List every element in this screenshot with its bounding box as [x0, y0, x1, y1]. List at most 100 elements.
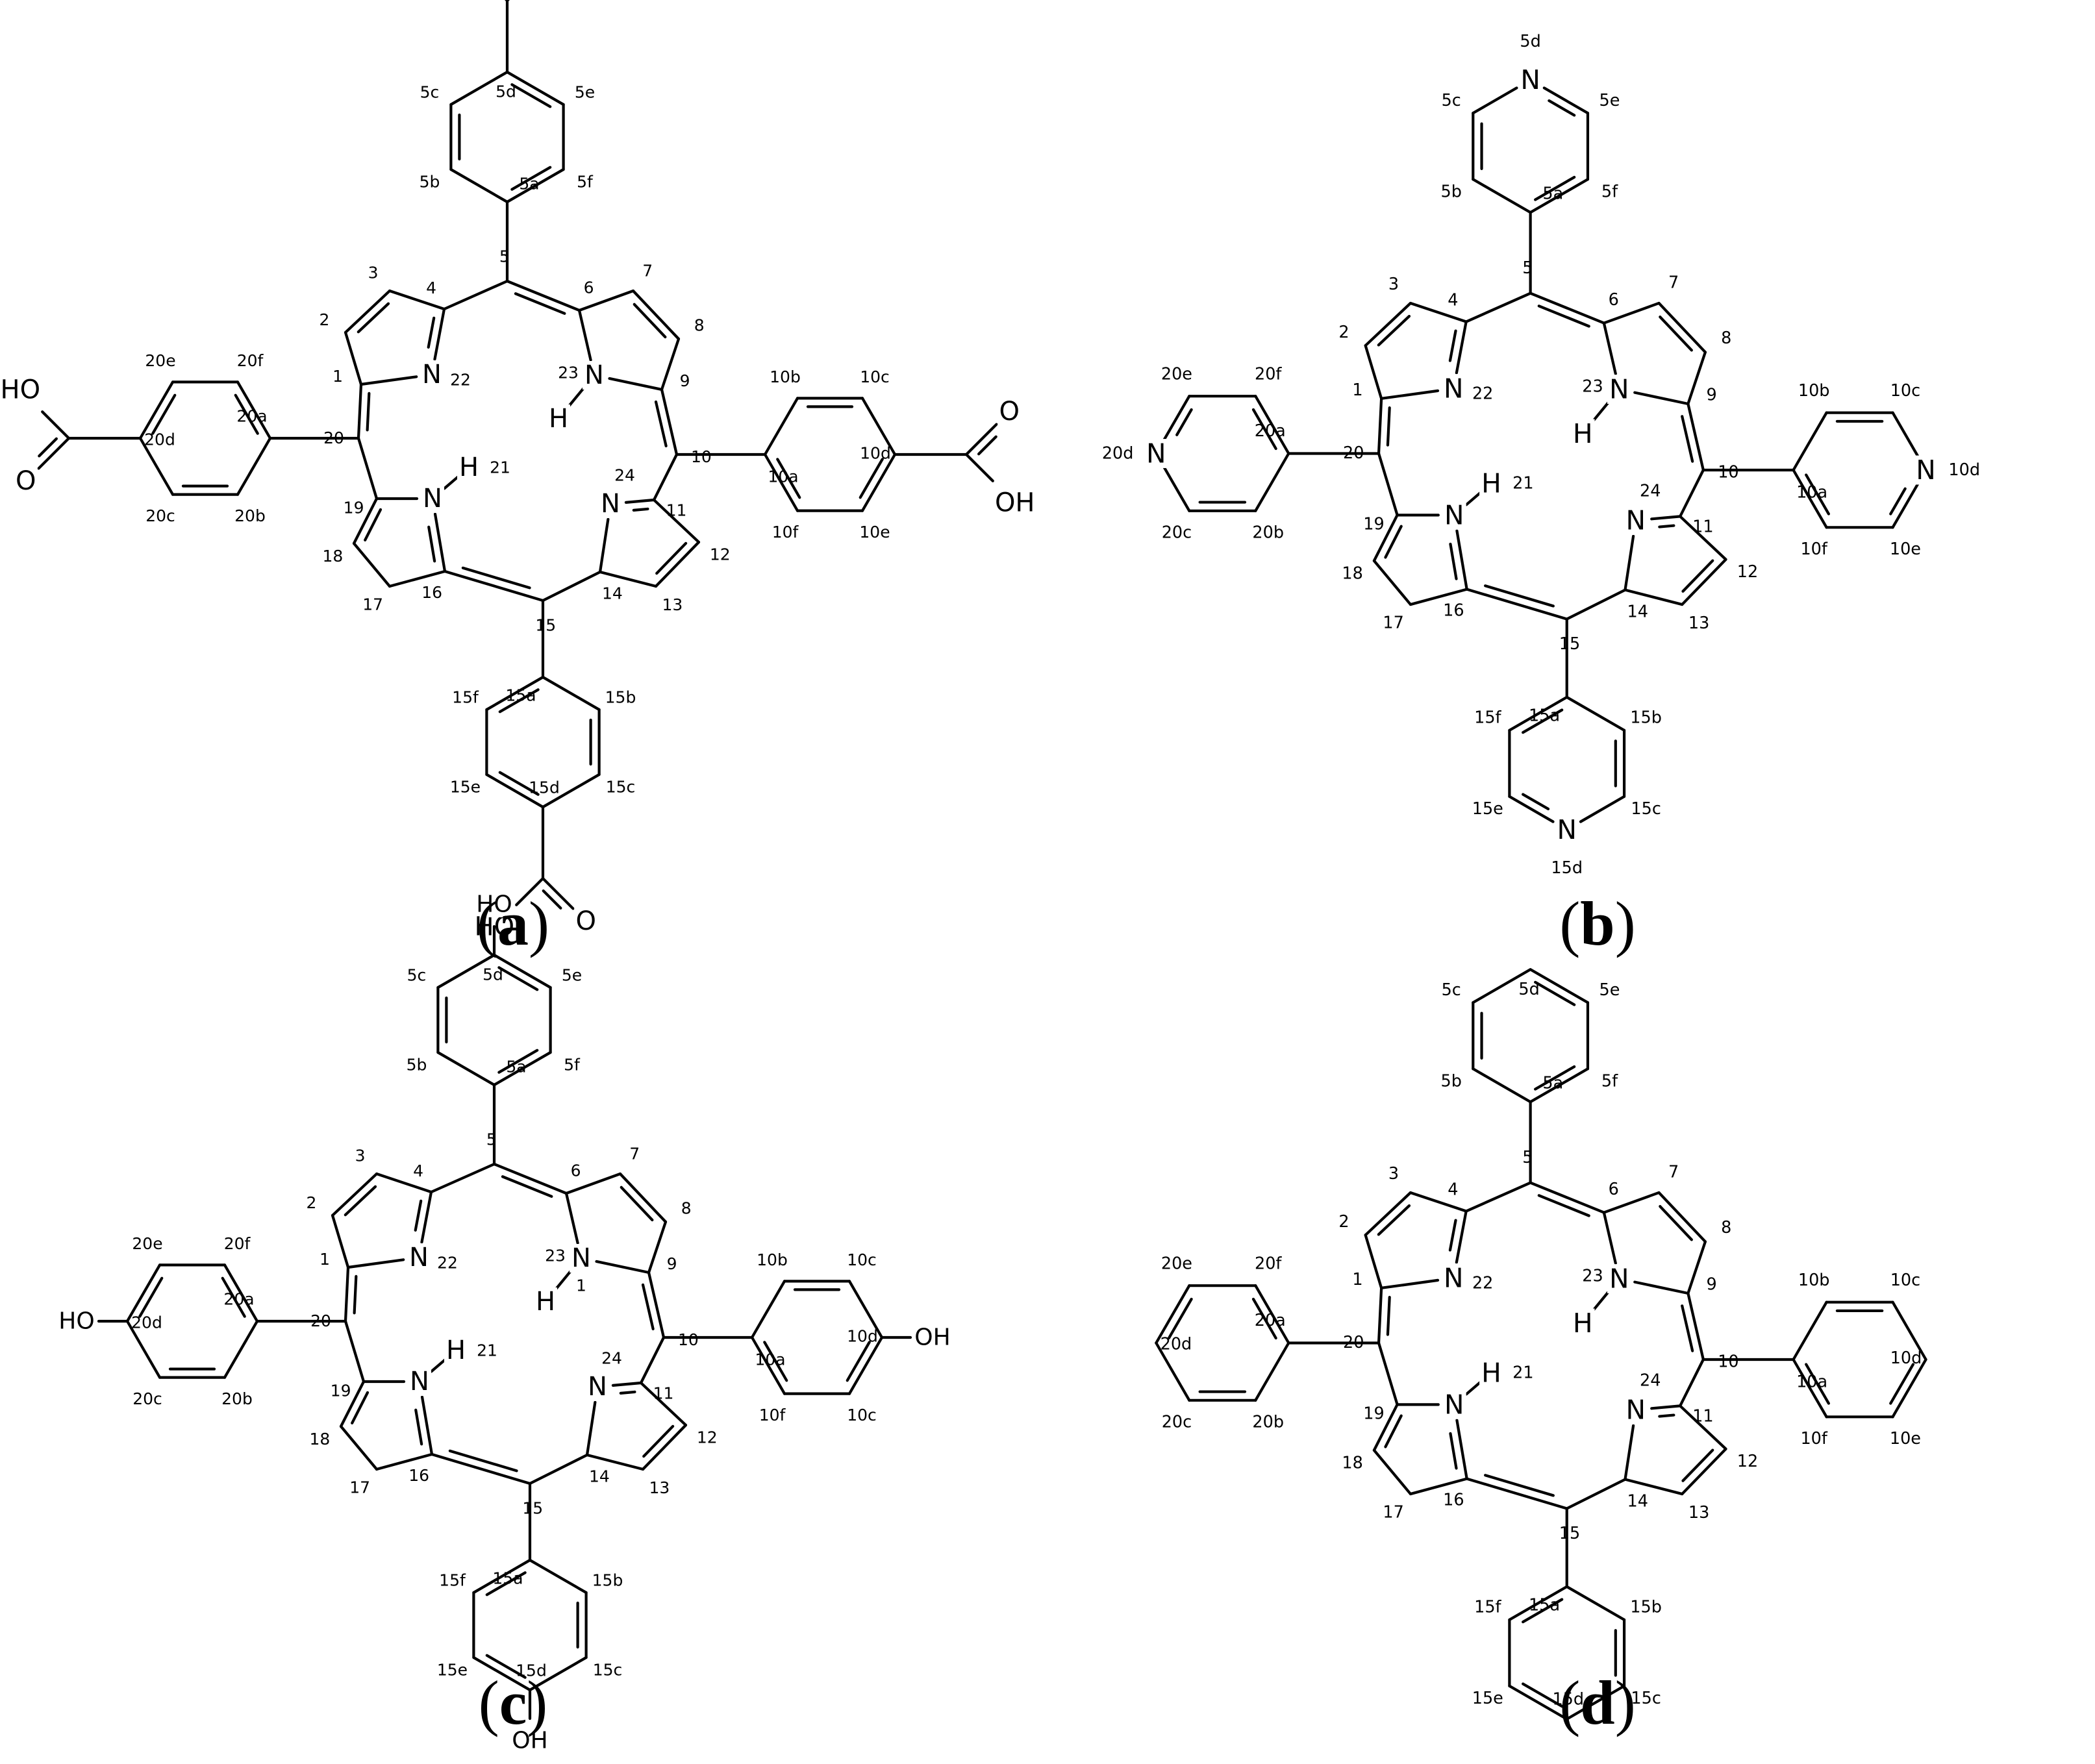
locant-20d: 20d: [1160, 1335, 1192, 1354]
bond-ring-5: [449, 168, 509, 204]
locant-19: 19: [1363, 514, 1384, 534]
bond-c9-c10-double: [654, 400, 668, 448]
locant-24: 24: [1640, 482, 1661, 501]
bond-ring-5: [1529, 968, 1590, 1004]
bond-n24-c11: [1650, 515, 1682, 521]
locant-9: 9: [1707, 1274, 1717, 1294]
locant-15f: 15f: [1474, 1597, 1501, 1617]
locant-5d: 5d: [496, 82, 516, 101]
bond-c11-c12: [1679, 515, 1727, 561]
bond-c11-c12: [1679, 1404, 1727, 1450]
locant-20b: 20b: [1252, 523, 1284, 542]
bond-c2-c3-double: [344, 1185, 377, 1217]
bond-c9-n23: [1633, 1280, 1690, 1295]
bond-c2-c3: [1364, 1191, 1412, 1237]
locant-14: 14: [1627, 602, 1648, 621]
locant-15e: 15e: [437, 1661, 468, 1680]
locant-16: 16: [408, 1466, 429, 1485]
locant-10d: 10d: [1948, 460, 1980, 480]
locant-10c: 10c: [847, 1250, 877, 1269]
pyridine-n-20: N: [1146, 438, 1166, 469]
bond-ring-5: [492, 953, 552, 989]
bond-c14-c15: [541, 570, 602, 602]
bond-n21-c16-double: [414, 1408, 423, 1446]
bond-c14-n24: [1624, 1424, 1635, 1481]
bond-c10-c11: [652, 453, 679, 502]
locant-15b: 15b: [1630, 708, 1662, 727]
locant-10c: 10c: [860, 367, 890, 386]
bond-ring-20: [1155, 1341, 1191, 1402]
bond-c19-c20: [1377, 1341, 1399, 1406]
bond-ring-10: [1792, 411, 1828, 472]
atom-n23-bg: [1607, 375, 1631, 404]
bond-ring-5: [1529, 1067, 1590, 1104]
bond-ring-15-double: [485, 1654, 527, 1679]
bond-ring-10: [763, 453, 799, 512]
bond-ring-20: [1254, 1284, 1290, 1345]
bond-c5-c6-double: [514, 292, 566, 315]
locant-6: 6: [584, 278, 594, 297]
bond-c13-c14: [598, 570, 658, 588]
locant-20d: 20d: [1102, 444, 1134, 464]
locant-10e: 10c: [847, 1406, 877, 1424]
bond-c4-n22: [1455, 1210, 1468, 1264]
locant-5d: 5d: [1518, 980, 1539, 999]
atom-h23: H: [1573, 1308, 1593, 1339]
bond-c14-n24: [1624, 534, 1635, 591]
locant-10a: 10a: [768, 467, 798, 486]
bond-ring-20-double: [138, 1276, 164, 1318]
bond-c4-c5: [429, 1162, 496, 1194]
bond-c7-c8: [1657, 301, 1707, 354]
bond-ring-10: [1891, 1358, 1927, 1419]
bond-c4-n22-double: [1448, 329, 1457, 362]
bond-c1-c2: [344, 330, 363, 386]
bond-c18-c19-double: [1384, 525, 1403, 559]
caption-a: (a): [477, 889, 549, 958]
bond-c17-c18: [352, 541, 392, 588]
bond-c4-c5: [442, 279, 509, 311]
locant-10b: 10b: [1798, 1271, 1830, 1290]
bond-c4-c5: [1464, 1181, 1532, 1213]
locant-15b: 15b: [605, 688, 636, 707]
atom-n21-bg: [1442, 1389, 1466, 1419]
atom-n21: N: [1444, 1389, 1464, 1420]
bond-n22-c1: [1380, 1278, 1440, 1289]
panel-c: HOOHOHHONNNNHH12345678910111213141516171…: [58, 891, 950, 1754]
bond-ring-10-double: [1889, 487, 1907, 516]
carbonyl-o-10-bg: [997, 397, 1022, 426]
locant-5d: 5d: [1520, 32, 1540, 51]
locant-16: 16: [421, 583, 442, 602]
locant-20: 20: [1343, 443, 1364, 463]
locant-1: 1: [332, 367, 343, 386]
atom-n24-bg: [1624, 1395, 1648, 1424]
locant-7: 7: [1668, 273, 1679, 293]
bond-c18-c19: [339, 1380, 366, 1428]
bond-c4-n22-double: [414, 1199, 423, 1232]
locant-14: 14: [1627, 1491, 1648, 1511]
bond-c7-c8-double: [1659, 1205, 1693, 1241]
bond-ring-20: [138, 380, 175, 440]
bond-ring-20-double: [1175, 408, 1193, 436]
atom-n22: N: [409, 1243, 429, 1273]
atom-h21: H: [1481, 1357, 1501, 1388]
locant-5e: 5e: [575, 83, 595, 102]
locant-15d: 15d: [529, 778, 560, 797]
bond-ring-5: [1472, 86, 1518, 115]
bond-n23-c6: [1602, 321, 1617, 375]
bond-n21-c16: [433, 512, 447, 573]
bond-n21-c16: [1455, 529, 1468, 591]
pyridine-n-5: N: [1520, 64, 1540, 95]
bond-c20-c1: [1377, 397, 1383, 455]
bond-ring-20-double: [1251, 1297, 1277, 1340]
locant-10f: 10f: [1800, 540, 1827, 559]
bond-n24-c11: [611, 1381, 643, 1387]
bond-c2-c3-double: [1377, 1204, 1411, 1236]
locant-16: 16: [1443, 601, 1464, 621]
locant-20b: 20b: [234, 506, 266, 525]
locant-10a: 10a: [755, 1350, 785, 1369]
locant-15c: 15c: [606, 778, 636, 797]
bond-ring-5: [1472, 968, 1532, 1004]
caption-b: (b): [1559, 889, 1635, 958]
locant-20f: 20f: [237, 351, 264, 370]
